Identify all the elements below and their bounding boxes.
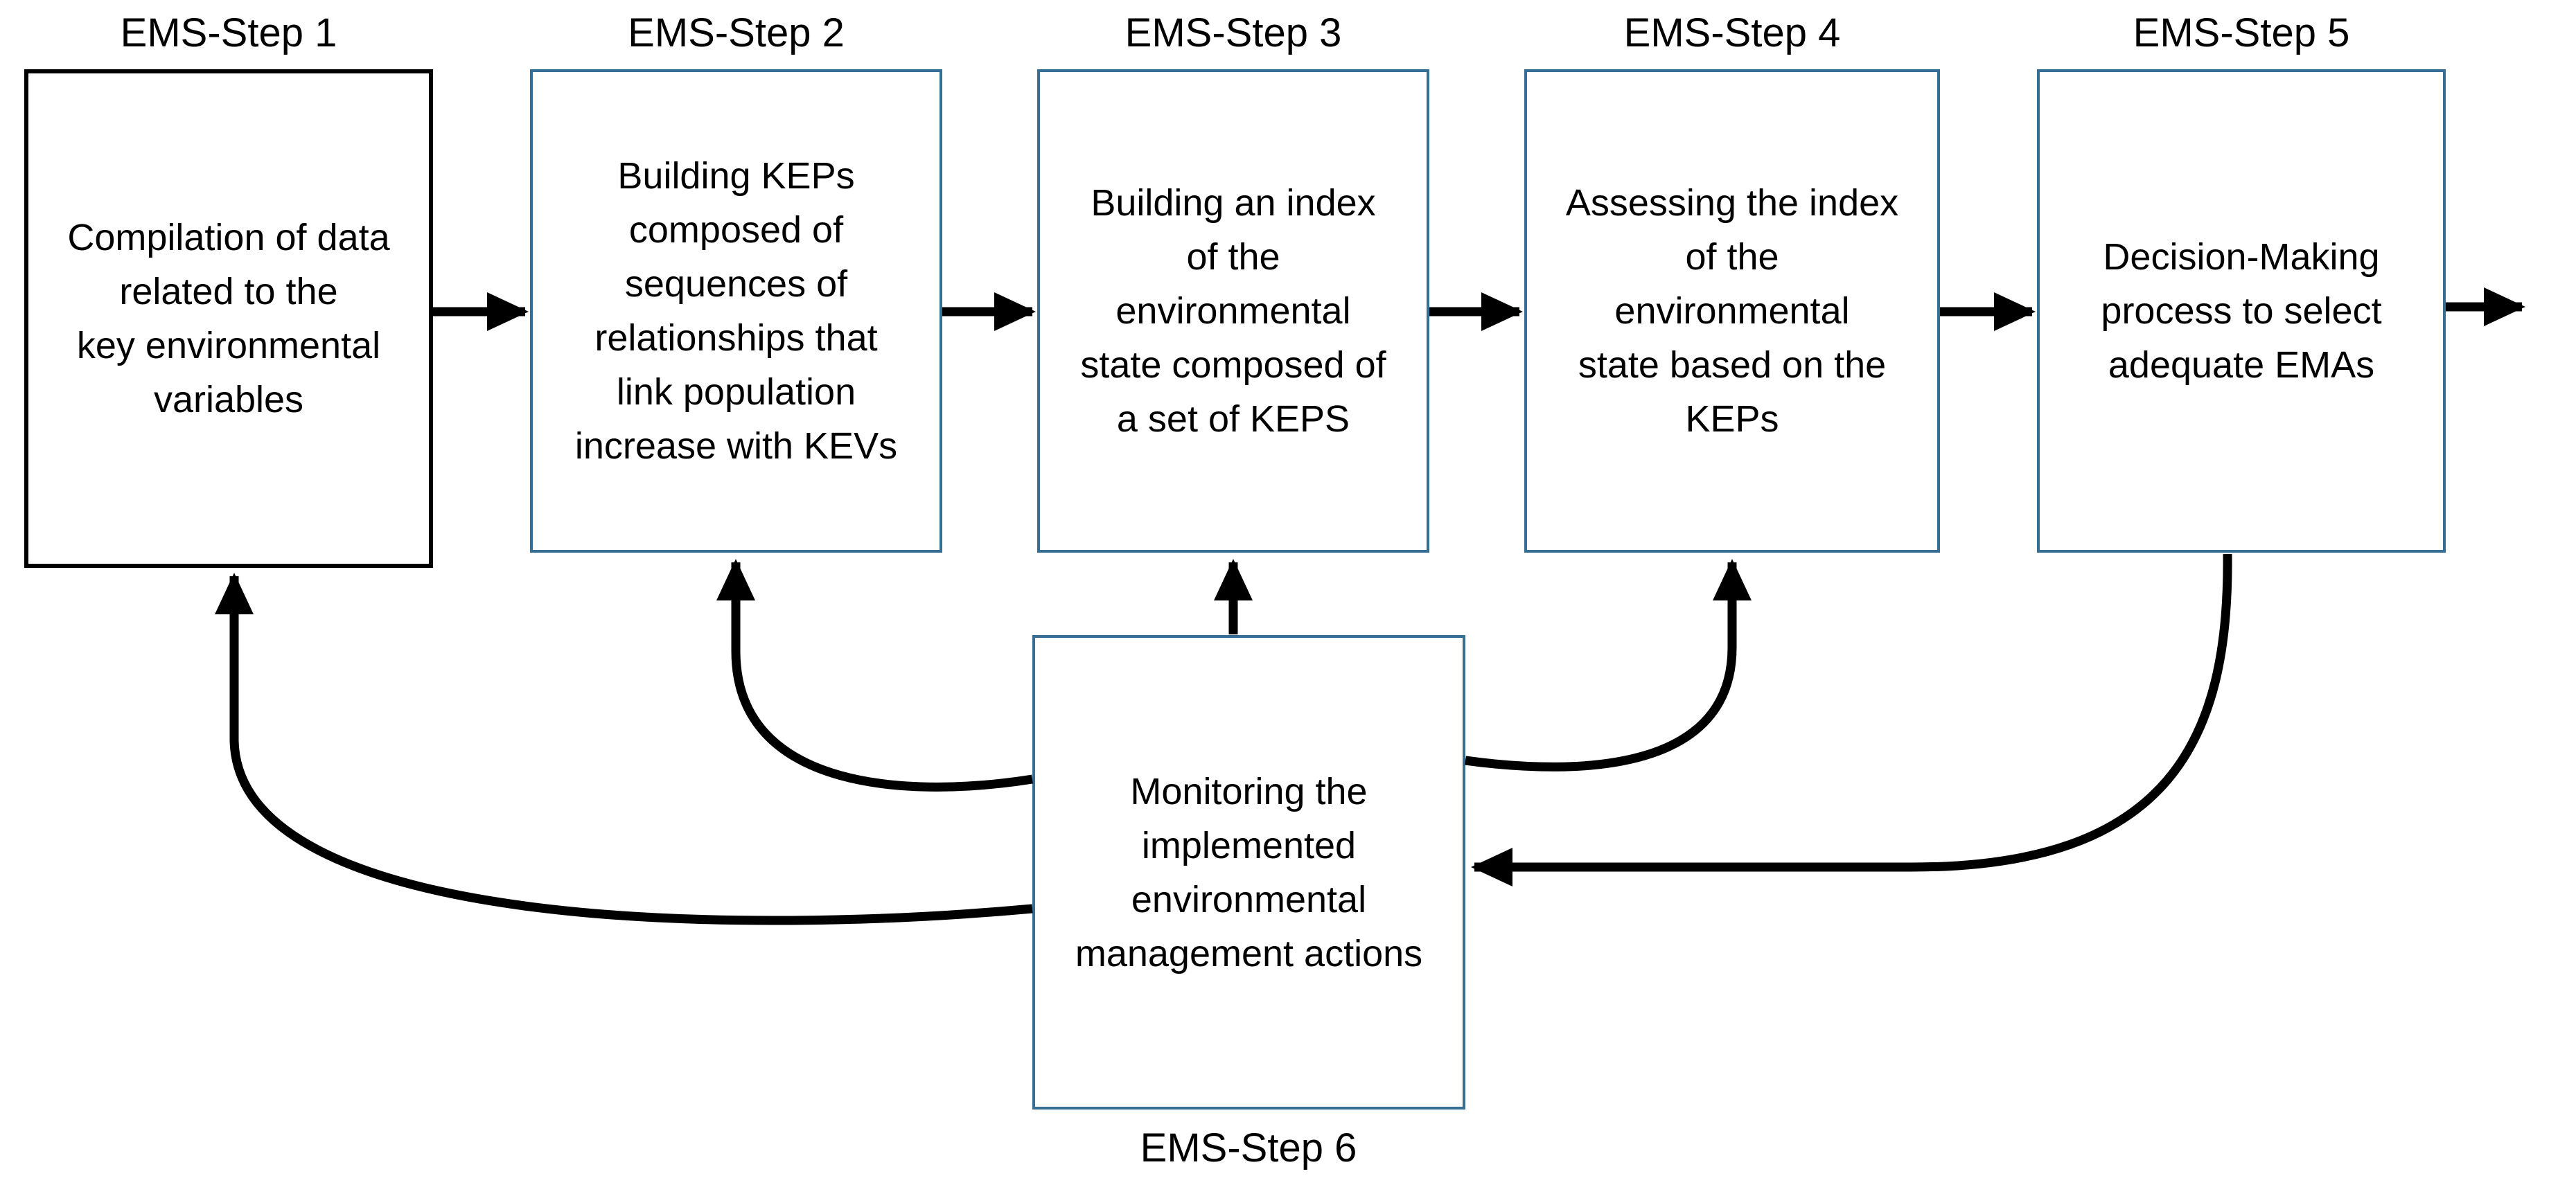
step-1-box: Compilation of data related to the key e… (24, 69, 433, 568)
step-6-box: Monitoring the implemented environmental… (1032, 635, 1465, 1110)
step-3-text: Building an index of the environmental s… (1080, 182, 1386, 440)
step-3-box: Building an index of the environmental s… (1037, 69, 1429, 553)
arrow-step6-to-step1 (215, 573, 1033, 925)
step-2-title: EMS-Step 2 (628, 10, 845, 55)
step-4-text: Assessing the index of the environmental… (1565, 182, 1899, 440)
arrow-step5-to-step6 (1471, 553, 2232, 886)
arrow-step6-to-step4 (1465, 559, 1752, 772)
step-5-box: Decision-Making process to select adequa… (2037, 69, 2446, 553)
step-4-box: Assessing the index of the environmental… (1524, 69, 1940, 553)
step-6-text: Monitoring the implemented environmental… (1075, 770, 1423, 974)
step-1-title: EMS-Step 1 (120, 10, 337, 55)
step-5-text: Decision-Making process to select adequa… (2101, 236, 2382, 386)
step-2-text: Building KEPs composed of sequences of r… (574, 155, 898, 467)
step-2-box: Building KEPs composed of sequences of r… (530, 69, 942, 553)
step-3-title: EMS-Step 3 (1124, 10, 1342, 55)
arrow-step6-to-step2 (716, 559, 1034, 792)
step-1-text: Compilation of data related to the key e… (67, 217, 390, 420)
step-6-title: EMS-Step 6 (1140, 1125, 1357, 1170)
step-4-title: EMS-Step 4 (1623, 10, 1841, 55)
step-5-title: EMS-Step 5 (2133, 10, 2350, 55)
